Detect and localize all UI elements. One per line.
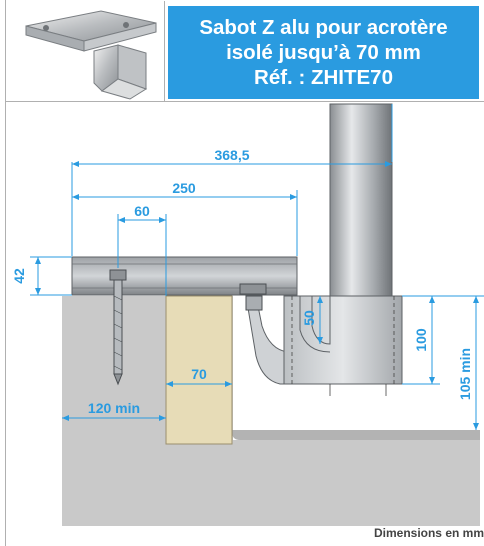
- guardrail-post: [329, 103, 393, 297]
- dim-plate-width: 250: [172, 180, 196, 196]
- header: [5, 0, 484, 102]
- dim-min-height: 105 min: [457, 348, 473, 400]
- dimensions-note: Dimensions en mm: [373, 526, 484, 540]
- bracket-bolt: [239, 283, 267, 295]
- dim-min-edge: 120 min: [88, 400, 140, 416]
- dim-anchor-offset: 60: [134, 203, 150, 219]
- dim-insulation-width: 70: [191, 366, 207, 382]
- dim-sleeve-height: 100: [413, 328, 429, 352]
- title-line-2: isolé jusqu’à 70 mm: [226, 41, 421, 64]
- title-line-3: Réf. : ZHITE70: [254, 66, 393, 89]
- title-line-1: Sabot Z alu pour acrotère: [199, 16, 448, 39]
- product-thumbnail: [6, 1, 165, 101]
- technical-drawing: 368,5 250 60 42 50 100 105 min 70 120 mi…: [11, 103, 484, 526]
- anchor-bolt: [113, 269, 123, 375]
- dim-slot-height: 50: [301, 310, 317, 326]
- product-title-box: Sabot Z alu pour acrotère isolé jusqu’à …: [168, 6, 479, 99]
- dim-plate-height: 42: [11, 268, 27, 284]
- drawing-frame: [5, 0, 484, 546]
- tube-sleeve: [283, 295, 403, 385]
- product-photo-illustration: [25, 10, 157, 100]
- dim-overall-width: 368,5: [214, 147, 249, 163]
- insulation-block: [165, 295, 233, 445]
- slab-edge: [232, 430, 480, 440]
